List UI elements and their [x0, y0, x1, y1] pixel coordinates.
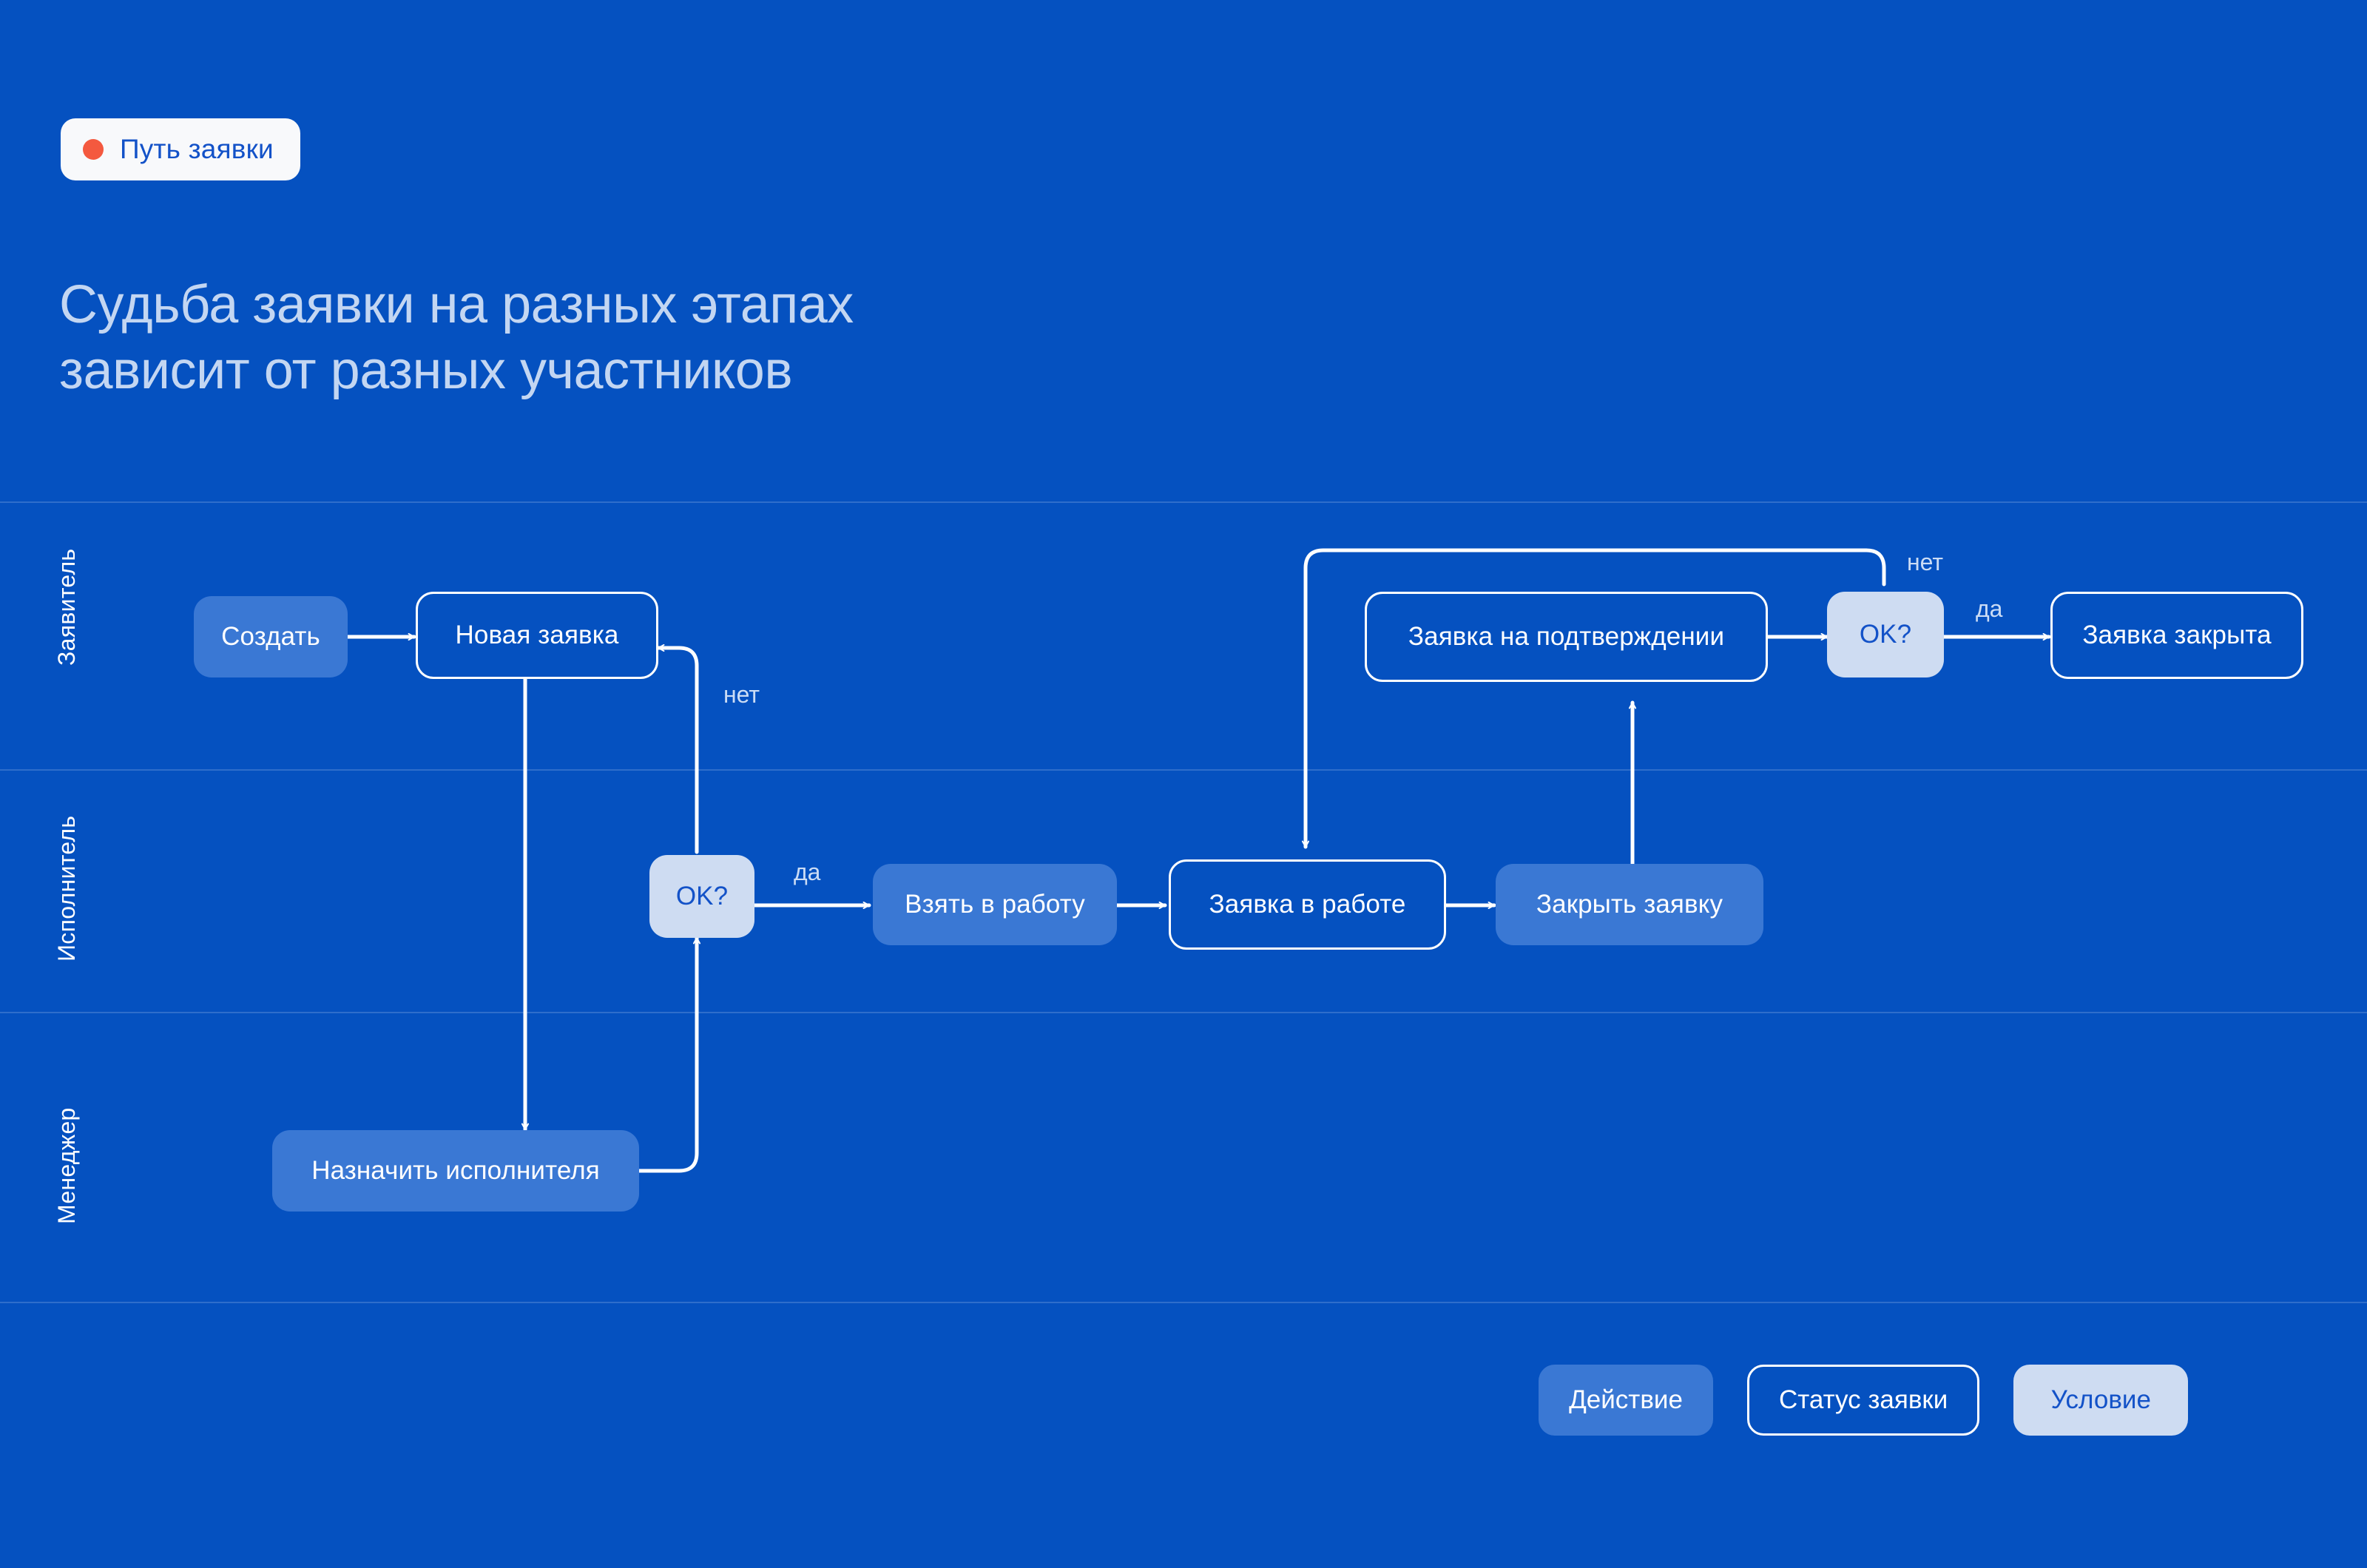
edge-label-no-2: нет — [1907, 549, 1944, 575]
status-dot-icon — [83, 139, 104, 160]
node-ok-1[interactable]: OK? — [649, 855, 754, 938]
node-closed[interactable]: Заявка закрыта — [2050, 592, 2303, 679]
node-confirming[interactable]: Заявка на подтверждении — [1365, 592, 1768, 682]
edge-label-yes-2: да — [1976, 595, 2003, 622]
node-close-request[interactable]: Закрыть заявку — [1496, 864, 1763, 945]
lane-label-applicant: Заявитель — [53, 548, 80, 666]
legend: Действие Статус заявки Условие — [1539, 1365, 2189, 1436]
divider-header — [0, 501, 2367, 503]
divider-applicant-executor — [0, 769, 2367, 771]
legend-item-status[interactable]: Статус заявки — [1747, 1365, 1980, 1436]
legend-item-action[interactable]: Действие — [1539, 1365, 1713, 1436]
divider-manager-bottom — [0, 1302, 2367, 1303]
legend-item-condition[interactable]: Условие — [2013, 1365, 2189, 1436]
node-in-progress[interactable]: Заявка в работе — [1169, 859, 1446, 950]
node-ok-2[interactable]: OK? — [1827, 592, 1944, 677]
node-create[interactable]: Создать — [194, 596, 348, 677]
edge-label-yes-1: да — [794, 859, 821, 885]
node-take-to-work[interactable]: Взять в работу — [873, 864, 1117, 945]
divider-executor-manager — [0, 1012, 2367, 1013]
lane-label-executor: Исполнитель — [53, 815, 80, 962]
edge-ok1-no-to-new — [656, 648, 699, 854]
node-new-request[interactable]: Новая заявка — [416, 592, 658, 679]
lane-label-manager: Менеджер — [53, 1107, 80, 1224]
page-title: Судьба заявки на разных этапах зависит о… — [59, 275, 854, 400]
edge-assign-to-ok1 — [636, 936, 697, 1173]
edge-label-no-1: нет — [723, 681, 760, 708]
path-badge: Путь заявки — [61, 118, 300, 180]
node-assign[interactable]: Назначить исполнителя — [272, 1130, 639, 1212]
path-badge-label: Путь заявки — [120, 134, 274, 164]
